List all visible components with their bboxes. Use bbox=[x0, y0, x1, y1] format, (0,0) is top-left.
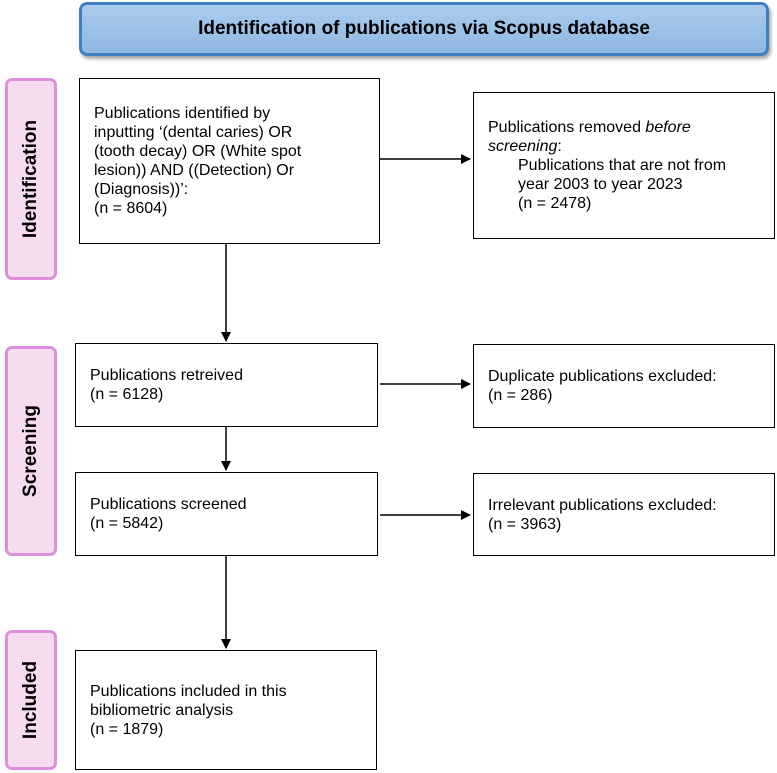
box-line: Publications removed before bbox=[488, 118, 764, 137]
box-line: bibliometric analysis bbox=[90, 701, 234, 719]
stage-label-screening: Screening bbox=[5, 346, 57, 556]
stage-label-identification: Identification bbox=[5, 78, 57, 280]
box-line: (n = 6128) bbox=[90, 386, 164, 403]
box-line: Publications identified by bbox=[94, 105, 271, 122]
box-line: Irrelevant publications excluded: bbox=[488, 496, 717, 514]
box-line: year 2003 to year 2023 bbox=[518, 176, 683, 193]
box-line: lesion)) AND ((Detection) Or bbox=[94, 162, 295, 179]
box-line: (n = 286) bbox=[488, 387, 553, 404]
stage-label-screening-text: Screening bbox=[20, 405, 41, 497]
box-line: (n = 2478) bbox=[518, 195, 592, 212]
box-text: Publications removed bbox=[488, 119, 641, 136]
box-text: : bbox=[557, 138, 562, 155]
box-line: (tooth decay) OR (White spot bbox=[94, 143, 302, 160]
box-line: Publications that are not from bbox=[518, 157, 727, 174]
box-line: (n = 8604) bbox=[94, 200, 168, 217]
box-text-italic: before bbox=[645, 119, 691, 136]
stage-label-included-text: Included bbox=[20, 660, 41, 740]
diagram-title-text: Identification of publications via Scopu… bbox=[198, 18, 650, 39]
box-records-screened: Publications screened (n = 5842) bbox=[75, 472, 378, 556]
box-line: inputting ‘(dental caries) OR bbox=[94, 124, 293, 141]
box-line: (n = 1879) bbox=[90, 720, 164, 738]
box-line: Publications included in this bbox=[90, 682, 287, 700]
box-line: Publications screened bbox=[90, 496, 247, 513]
stage-label-included: Included bbox=[5, 630, 57, 770]
box-line: Publications retreived bbox=[90, 367, 243, 384]
diagram-title: Identification of publications via Scopu… bbox=[79, 2, 769, 56]
box-line: (n = 5842) bbox=[90, 515, 164, 532]
box-records-removed: Publications removed before screening: P… bbox=[473, 92, 775, 239]
box-records-identified: Publications identified by inputting ‘(d… bbox=[79, 78, 380, 244]
box-duplicates-excluded: Duplicate publications excluded: (n = 28… bbox=[473, 344, 775, 428]
box-text-italic: screening bbox=[488, 138, 558, 155]
box-line: (n = 3963) bbox=[488, 515, 562, 533]
box-line: (Diagnosis))’: bbox=[94, 181, 189, 198]
box-records-retrieved: Publications retreived (n = 6128) bbox=[75, 343, 378, 427]
box-line: Duplicate publications excluded: bbox=[488, 368, 717, 385]
box-line: screening: bbox=[488, 137, 764, 156]
stage-label-identification-text: Identification bbox=[20, 119, 42, 239]
box-irrelevant-excluded: Irrelevant publications excluded: (n = 3… bbox=[473, 473, 775, 556]
box-records-included: Publications included in this bibliometr… bbox=[75, 650, 377, 770]
